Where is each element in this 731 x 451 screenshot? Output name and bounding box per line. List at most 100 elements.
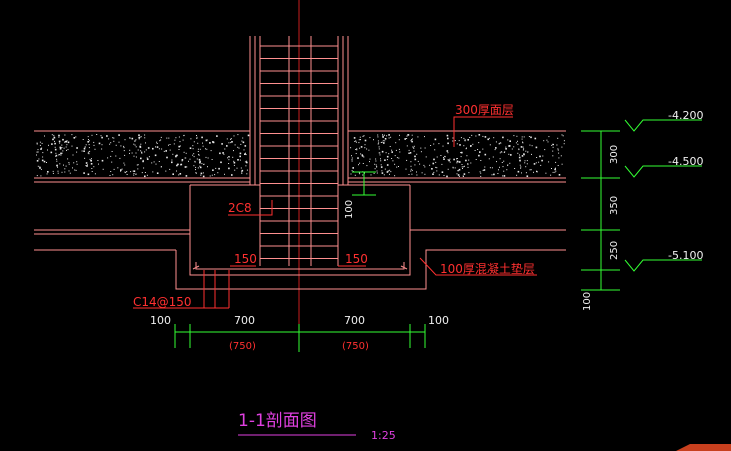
- gravel-dot: [522, 149, 524, 151]
- gravel-dot: [246, 173, 248, 175]
- gravel-dot: [498, 169, 499, 171]
- gravel-dot: [354, 141, 356, 142]
- gravel-dot: [444, 156, 446, 158]
- gravel-dot: [386, 159, 388, 161]
- gravel-dot: [194, 160, 196, 162]
- gravel-dot: [141, 151, 143, 153]
- gravel-dot: [201, 136, 203, 139]
- leaders: [133, 116, 537, 309]
- gravel-dot: [468, 172, 470, 174]
- gravel-dot: [518, 149, 520, 151]
- gravel-dot: [386, 135, 388, 137]
- gravel-dot: [464, 165, 465, 167]
- gravel-dot: [160, 136, 162, 138]
- gravel-dot: [178, 136, 180, 138]
- gravel-dot: [141, 152, 143, 154]
- gravel-dot: [391, 149, 393, 151]
- gravel-dot: [196, 135, 197, 136]
- gravel-dot: [447, 152, 449, 154]
- gravel-dot: [552, 144, 554, 146]
- gravel-dot: [433, 171, 435, 173]
- gravel-dot: [110, 142, 112, 144]
- gravel-dot: [443, 175, 445, 176]
- gravel-dot: [135, 146, 137, 148]
- gravel-dot: [493, 137, 495, 139]
- gravel-dot: [524, 162, 526, 164]
- gravel-dot: [136, 164, 138, 166]
- gravel-dot: [478, 142, 480, 144]
- gravel-dot: [172, 173, 174, 175]
- gravel-dot: [438, 174, 440, 176]
- gravel-dot: [484, 136, 487, 138]
- gravel-dot: [47, 149, 48, 151]
- gravel-dot: [134, 144, 136, 146]
- gravel-dot: [525, 150, 527, 152]
- gravel-dot: [147, 147, 150, 149]
- gravel-dot: [66, 144, 68, 146]
- gravel-dot: [470, 162, 472, 164]
- gravel-dot: [85, 144, 87, 146]
- gravel-dot: [178, 149, 180, 150]
- gravel-dot: [414, 158, 417, 161]
- gravel-dot: [202, 175, 205, 178]
- gravel-dot: [467, 139, 469, 141]
- bottom-dimension-text: 100: [428, 314, 449, 327]
- gravel-dot: [410, 168, 412, 170]
- gravel-dot: [124, 139, 126, 141]
- gravel-dot: [545, 172, 547, 174]
- gravel-dot: [531, 153, 532, 155]
- gravel-dot: [239, 155, 241, 158]
- gravel-dot: [557, 148, 559, 150]
- gravel-dot: [414, 155, 416, 158]
- gravel-dot: [452, 166, 454, 168]
- gravel-dot: [466, 155, 468, 157]
- gravel-dot: [382, 134, 384, 136]
- gravel-dot: [55, 152, 57, 154]
- gravel-dot: [416, 174, 418, 176]
- gravel-dot: [53, 136, 56, 139]
- gravel-dot: [551, 168, 552, 169]
- gravel-dot: [175, 155, 177, 158]
- gravel-dot: [361, 155, 364, 157]
- gravel-dot: [395, 142, 397, 144]
- gravel-dot: [381, 170, 383, 172]
- gravel-dot: [494, 149, 496, 151]
- gravel-dot: [131, 152, 133, 154]
- gravel-dot: [64, 168, 66, 170]
- gravel-dot: [58, 140, 61, 143]
- gravel-dot: [556, 144, 558, 146]
- gravel-dot: [517, 143, 519, 145]
- gravel-dot: [65, 140, 68, 143]
- gravel-dot: [408, 152, 410, 154]
- gravel-dot: [388, 137, 390, 139]
- gravel-dot: [434, 138, 437, 141]
- gravel-dot: [518, 148, 520, 150]
- gravel-dot: [563, 143, 565, 145]
- gravel-dot: [475, 135, 477, 137]
- gravel-dot: [123, 162, 125, 164]
- gravel-dot: [465, 159, 467, 162]
- gravel-dot: [121, 168, 123, 170]
- gravel-dot: [176, 170, 177, 172]
- gravel-dot: [41, 147, 43, 149]
- gravel-dot: [467, 166, 469, 168]
- gravel-dot: [207, 157, 209, 159]
- gravel-dot: [488, 158, 490, 160]
- gravel-dot: [409, 152, 412, 154]
- gravel-dot: [412, 146, 414, 148]
- gravel-dot: [245, 160, 247, 162]
- gravel-dot: [81, 150, 83, 152]
- gravel-dot: [561, 134, 563, 136]
- gravel-dot: [432, 162, 435, 165]
- gravel-dot: [224, 173, 225, 175]
- gravel-dot: [435, 161, 437, 163]
- surface-layer: [34, 130, 566, 183]
- gravel-dot: [384, 140, 386, 142]
- gravel-dot: [143, 167, 145, 169]
- gravel-dot: [410, 140, 412, 142]
- gravel-dot: [405, 168, 407, 170]
- gravel-dot: [526, 163, 528, 165]
- gravel-dot: [366, 165, 368, 167]
- gravel-dot: [376, 170, 378, 172]
- gravel-dot: [158, 161, 160, 162]
